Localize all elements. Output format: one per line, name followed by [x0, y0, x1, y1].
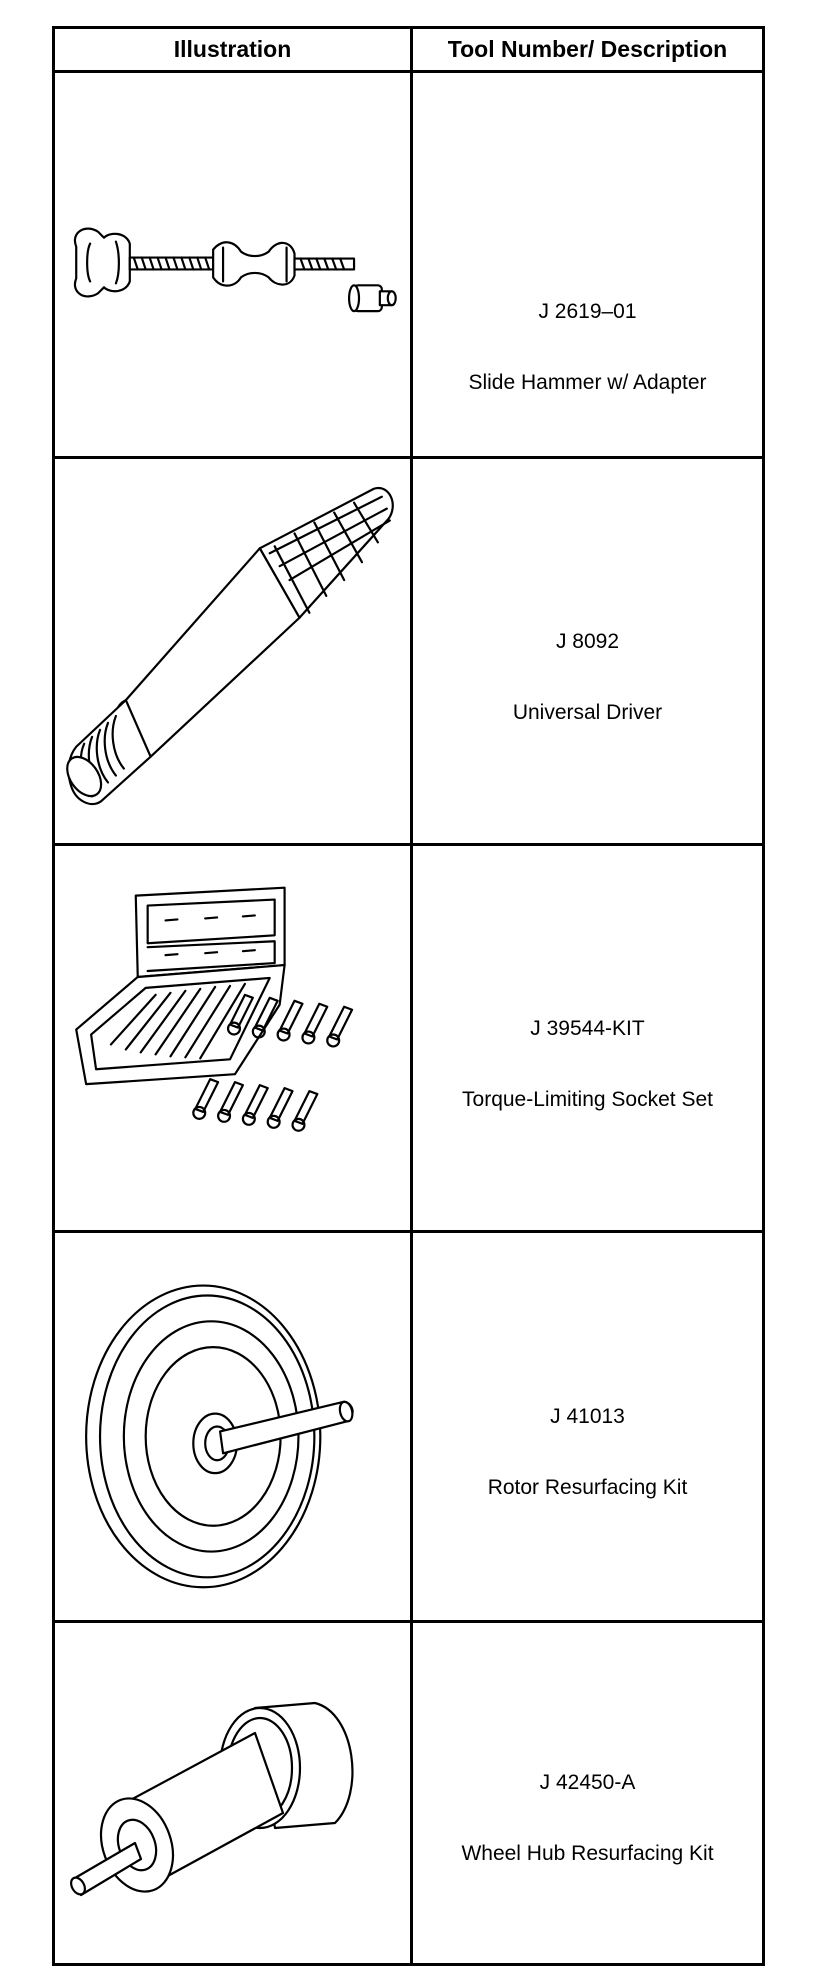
table-row: J 42450-A Wheel Hub Resurfacing Kit: [55, 1623, 762, 1963]
tool-name: Universal Driver: [512, 701, 663, 724]
tool-number: J 41013: [550, 1405, 625, 1428]
tool-number: J 42450-A: [539, 1771, 636, 1794]
tool-number: J 2619–01: [538, 300, 637, 323]
illustration-header: Illustration: [173, 36, 292, 62]
tool-number: J 39544-KIT: [530, 1017, 645, 1040]
tool-name: Wheel Hub Resurfacing Kit: [461, 1842, 714, 1865]
wheel-hub-kit-icon: [55, 1623, 410, 1963]
socket-set-icon: [55, 846, 410, 1230]
special-tools-table: Illustration Tool Number/ Description: [52, 26, 765, 1966]
table-row: J 8092 Universal Driver: [55, 459, 762, 846]
universal-driver-icon: [55, 459, 410, 843]
table-row: J 39544-KIT Torque-Limiting Socket Set: [55, 846, 762, 1233]
column-divider: [410, 29, 413, 1963]
table-row: J 2619–01 Slide Hammer w/ Adapter: [55, 73, 762, 459]
tool-name: Rotor Resurfacing Kit: [487, 1476, 688, 1499]
tool-number: J 8092: [555, 630, 620, 653]
tool-description-header: Tool Number/ Description: [447, 36, 728, 62]
table-row: J 41013 Rotor Resurfacing Kit: [55, 1233, 762, 1623]
tool-name: Torque-Limiting Socket Set: [462, 1088, 713, 1111]
slide-hammer-icon: [55, 73, 410, 456]
table-header-row: Illustration Tool Number/ Description: [55, 29, 762, 73]
rotor-kit-icon: [55, 1233, 410, 1620]
tool-name: Slide Hammer w/ Adapter: [468, 371, 707, 394]
